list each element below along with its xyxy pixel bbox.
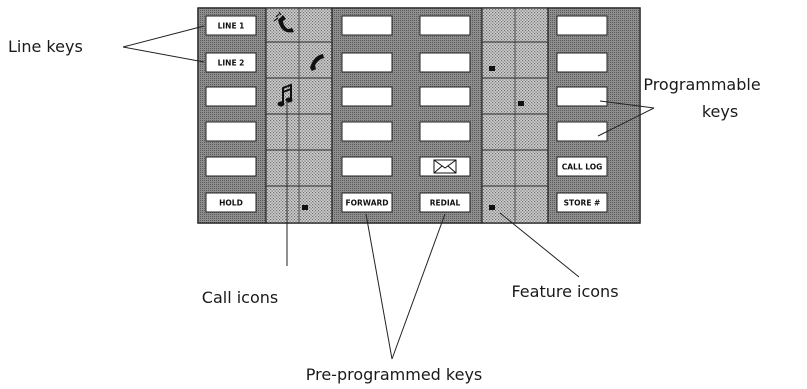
middle-key-left-3[interactable] — [341, 86, 393, 107]
keypad-frame — [197, 7, 641, 224]
line-key-blank-1[interactable] — [205, 86, 257, 107]
programmable-keys-leader-2 — [597, 107, 655, 137]
middle-key-right-4[interactable] — [419, 121, 471, 142]
middle-key-left-1[interactable] — [341, 15, 393, 36]
preprogrammed-keys-leader-1 — [365, 213, 393, 360]
ringing-handset-icon — [273, 11, 294, 33]
programmable-keys-label-line2: keys — [702, 102, 738, 121]
hold-key[interactable] — [205, 192, 257, 213]
line-key-blank-3[interactable] — [205, 156, 257, 177]
call-icons-label: Call icons — [202, 288, 278, 307]
line-key-blank-2[interactable] — [205, 121, 257, 142]
feature-icons-label: Feature icons — [511, 282, 618, 301]
preprogrammed-keys-leader-2 — [391, 213, 446, 360]
call-log-key-label: CALL LOG — [562, 163, 603, 172]
middle-key-left-2[interactable] — [341, 52, 393, 73]
preprogrammed-key-panel — [331, 7, 483, 224]
line-1-key[interactable] — [205, 15, 257, 36]
call-indicator-icon — [302, 205, 308, 210]
feature-icon-grid — [482, 8, 548, 223]
line-1-key-label: LINE 1 — [218, 22, 245, 31]
middle-key-right-3[interactable] — [419, 86, 471, 107]
line-2-key[interactable] — [205, 52, 257, 73]
preprogrammed-keys-label: Pre-programmed keys — [306, 365, 483, 384]
store-key-label: STORE # — [564, 199, 601, 208]
programmable-keys-leader-1 — [599, 100, 655, 109]
line-keys-leader-2 — [122, 46, 205, 63]
store-key[interactable] — [556, 192, 608, 213]
feature-indicator-icon-2 — [518, 101, 524, 106]
feature-icons — [489, 66, 524, 210]
preprogrammed-key-columns: FORWARD REDIAL — [341, 15, 471, 213]
middle-key-right-1[interactable] — [419, 15, 471, 36]
call-icon-grid — [266, 8, 332, 223]
handset-icon — [310, 54, 324, 71]
line-2-key-label: LINE 2 — [218, 59, 245, 68]
middle-key-left-4[interactable] — [341, 121, 393, 142]
programmable-key-column: CALL LOG STORE # — [556, 15, 608, 213]
line-keys-label: Line keys — [8, 37, 83, 56]
feature-indicator-icon-1 — [489, 66, 495, 71]
programmable-key-panel — [547, 7, 641, 224]
feature-indicator-icon-3 — [489, 205, 495, 210]
redial-key[interactable] — [419, 192, 471, 213]
line-keys-leader-1 — [122, 25, 205, 48]
programmable-key-4[interactable] — [556, 121, 608, 142]
call-log-key[interactable] — [556, 156, 608, 177]
middle-key-left-5[interactable] — [341, 156, 393, 177]
programmable-key-1[interactable] — [556, 15, 608, 36]
callout-labels: Line keys Programmable keys Call icons F… — [8, 37, 761, 384]
feature-icons-leader — [499, 212, 580, 278]
programmable-keys-label-line1: Programmable — [643, 75, 760, 94]
redial-key-label: REDIAL — [430, 199, 461, 208]
programmable-key-2[interactable] — [556, 52, 608, 73]
forward-key[interactable] — [341, 192, 393, 213]
call-icons — [273, 11, 324, 210]
envelope-icon — [433, 159, 457, 174]
hold-key-label: HOLD — [219, 199, 243, 208]
forward-key-label: FORWARD — [345, 199, 388, 208]
leader-lines — [122, 25, 655, 360]
programmable-key-3[interactable] — [556, 86, 608, 107]
line-key-panel — [197, 7, 267, 224]
line-key-column: LINE 1 LINE 2 HOLD — [205, 15, 257, 213]
middle-key-right-2[interactable] — [419, 52, 471, 73]
